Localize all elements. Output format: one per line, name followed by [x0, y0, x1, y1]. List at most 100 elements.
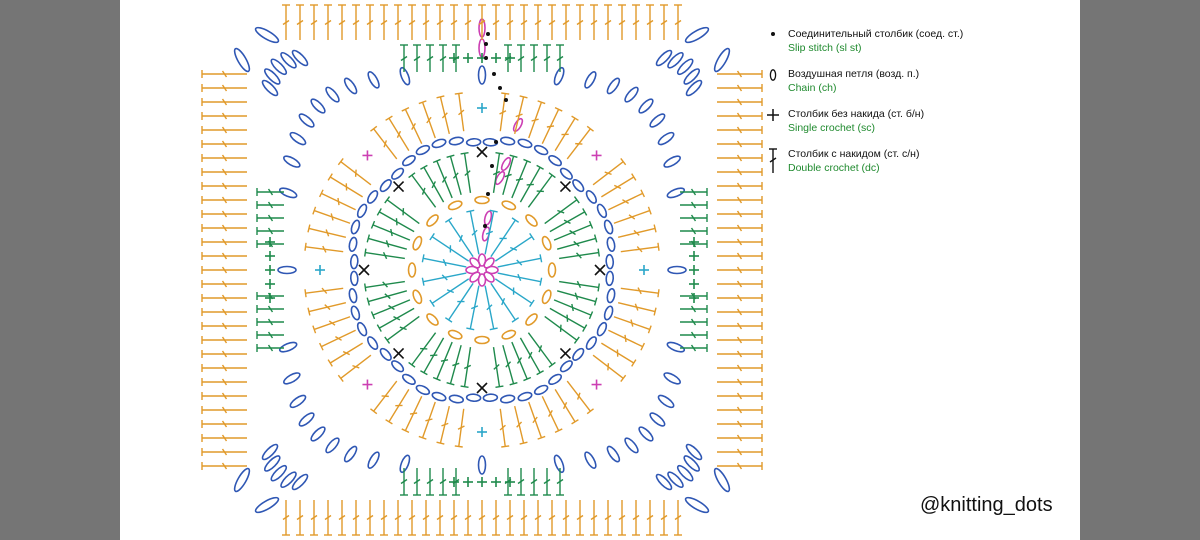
dc-bar [492, 170, 501, 176]
double-crochet-stitch [466, 285, 480, 331]
dc-top [509, 154, 518, 159]
single-crochet-stitch [265, 237, 275, 247]
dot-icon [771, 32, 775, 36]
dc-bar [439, 478, 447, 485]
dc-bar [516, 259, 523, 266]
dc-top [586, 125, 594, 132]
dc-bar [221, 392, 228, 400]
chain-stitch [606, 77, 621, 95]
slip-stitch-dot [494, 140, 498, 144]
chain-stitch [477, 455, 487, 475]
round-1-center-ring [465, 253, 499, 287]
dc-bar [520, 514, 528, 521]
double-crochet-stitch [450, 4, 458, 40]
dc-bar [530, 55, 538, 62]
dc-top [539, 277, 543, 286]
dc-top [495, 152, 504, 155]
dc-bar [441, 176, 448, 183]
dc-top [304, 242, 307, 251]
chain-stitch [343, 445, 358, 463]
dc-top [588, 311, 594, 320]
dc-bar [516, 357, 523, 364]
double-crochet-stitch [201, 364, 247, 372]
double-crochet-stitch [256, 331, 284, 339]
dc-top [554, 106, 563, 112]
chain-stitch [657, 394, 675, 409]
dc-top [489, 327, 498, 331]
dc-bar [400, 478, 408, 485]
dc-top [657, 242, 660, 251]
dc-bar [352, 514, 360, 521]
dc-bar [736, 336, 743, 344]
dc-top [586, 408, 594, 415]
dc-bar [394, 19, 402, 26]
chain-stitch [233, 47, 251, 73]
double-crochet-stitch [201, 266, 247, 274]
dc-bar [736, 168, 743, 176]
dc-top [429, 232, 435, 241]
dc-bar [736, 196, 743, 204]
chain-stitch [298, 113, 315, 128]
double-crochet-stitch [478, 4, 486, 40]
chain-stitch [263, 68, 281, 85]
chain-stitch [261, 79, 279, 97]
double-crochet-stitch [201, 406, 247, 414]
double-crochet-stitch [436, 95, 450, 135]
double-crochet-stitch [422, 4, 430, 40]
dc-bar [426, 55, 434, 62]
dc-bar [330, 213, 334, 221]
dc-bar [690, 344, 697, 352]
chain-stitch [401, 373, 416, 386]
double-crochet-stitch [413, 44, 421, 72]
double-crochet-stitch [492, 4, 500, 40]
dc-bar [563, 219, 571, 224]
double-crochet-stitch [201, 154, 247, 162]
dc-bar [624, 334, 627, 343]
dc-bar [442, 258, 447, 267]
chain-stitch [254, 26, 280, 44]
double-crochet-stitch [548, 4, 556, 40]
chain-stitch [501, 200, 517, 211]
dc-top [571, 115, 579, 121]
dc-bar [450, 514, 458, 521]
double-crochet-stitch [256, 201, 284, 209]
chain-stitch [500, 156, 512, 172]
chain-stitch [676, 464, 694, 482]
double-crochet-stitch [680, 318, 708, 326]
dc-bar [548, 410, 553, 417]
dc-bar [383, 140, 388, 148]
dc-bar [736, 448, 743, 456]
double-crochet-stitch [717, 196, 763, 204]
double-crochet-stitch [717, 364, 763, 372]
double-crochet-stitch [370, 220, 411, 241]
double-crochet-stitch [432, 158, 453, 199]
dc-bar [516, 421, 523, 428]
double-crochet-stitch [282, 4, 290, 40]
chain-stitch [350, 305, 361, 321]
double-crochet-stitch [413, 468, 421, 496]
dc-top [511, 217, 520, 223]
double-crochet-stitch [554, 115, 579, 151]
dc-bar [221, 462, 228, 470]
double-crochet-stitch [620, 242, 660, 253]
double-crochet-stitch [576, 500, 584, 536]
dc-bar [221, 154, 228, 162]
dc-bar [282, 514, 290, 521]
double-crochet-stitch [608, 329, 646, 351]
double-crochet-stitch [511, 158, 532, 199]
double-crochet-stitch [201, 308, 247, 316]
dc-bar [517, 273, 522, 282]
double-crochet-stitch [366, 290, 408, 306]
double-crochet-stitch [717, 168, 763, 176]
dc-bar [569, 229, 576, 236]
chain-stitch [541, 235, 552, 251]
double-crochet-stitch [484, 285, 498, 331]
double-crochet-stitch [490, 282, 520, 323]
double-crochet-stitch [400, 44, 408, 72]
dc-bar [506, 19, 514, 26]
double-crochet-stitch [201, 448, 247, 456]
dc-bar [441, 274, 448, 281]
legend-label-en: Chain (ch) [788, 82, 837, 94]
double-crochet-stitch [444, 217, 474, 258]
dc-bar [614, 184, 622, 190]
